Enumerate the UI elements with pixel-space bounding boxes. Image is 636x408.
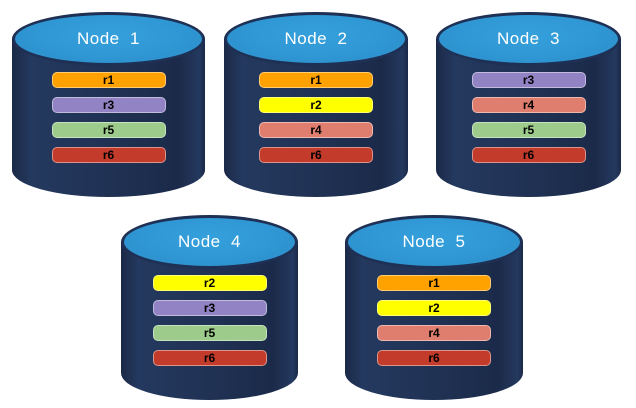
replica-bar: r1 <box>259 72 373 88</box>
replica-list: r3 r4 r5 r6 <box>471 72 586 163</box>
replica-bar: r1 <box>377 275 491 291</box>
replica-bar: r5 <box>471 122 586 138</box>
cylinder-top: Node 5 <box>345 215 523 269</box>
replica-bar: r4 <box>377 325 491 341</box>
replica-bar: r3 <box>51 97 166 113</box>
node-cylinder-2: Node 2 r1 r2 r4 r6 <box>224 12 408 197</box>
replica-bar: r5 <box>152 325 267 341</box>
replica-list: r1 r2 r4 r6 <box>259 72 373 163</box>
node-cylinder-1: Node 1 r1 r3 r5 r6 <box>12 12 205 197</box>
node-title: Node 2 <box>284 29 348 48</box>
replica-bar: r5 <box>51 122 166 138</box>
cylinder-top: Node 1 <box>12 12 205 66</box>
replica-bar: r1 <box>51 72 166 88</box>
cylinder-top: Node 4 <box>121 215 298 269</box>
node-title: Node 5 <box>402 232 466 251</box>
replica-bar: r6 <box>377 350 491 366</box>
node-title: Node 3 <box>496 29 561 48</box>
replica-list: r2 r3 r5 r6 <box>152 275 267 366</box>
replica-bar: r2 <box>259 97 373 113</box>
cylinder-top: Node 3 <box>436 12 621 66</box>
replica-bar: r2 <box>377 300 491 316</box>
replica-bar: r3 <box>471 72 586 88</box>
replica-list: r1 r3 r5 r6 <box>51 72 166 163</box>
replica-list: r1 r2 r4 r6 <box>377 275 491 366</box>
replica-bar: r6 <box>152 350 267 366</box>
replica-bar: r6 <box>259 147 373 163</box>
node-title: Node 1 <box>76 29 141 48</box>
node-title: Node 4 <box>177 232 242 251</box>
cylinder-top: Node 2 <box>224 12 408 66</box>
node-cylinder-4: Node 4 r2 r3 r5 r6 <box>121 215 298 400</box>
node-cylinder-5: Node 5 r1 r2 r4 r6 <box>345 215 523 400</box>
node-cylinder-3: Node 3 r3 r4 r5 r6 <box>436 12 621 197</box>
replica-bar: r4 <box>471 97 586 113</box>
replica-bar: r6 <box>471 147 586 163</box>
replica-bar: r4 <box>259 122 373 138</box>
replica-bar: r3 <box>152 300 267 316</box>
replica-bar: r2 <box>152 275 267 291</box>
replica-bar: r6 <box>51 147 166 163</box>
